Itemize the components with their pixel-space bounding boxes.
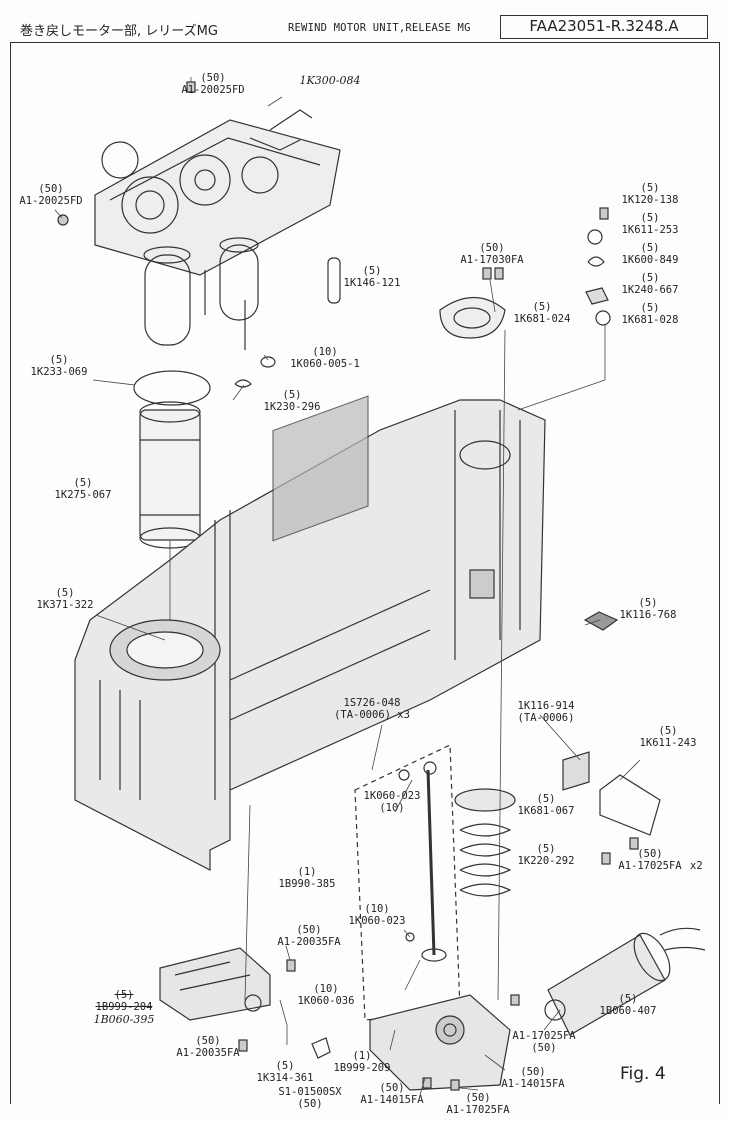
part-label-struck: (5)1B999-204 [95,989,153,1013]
figure-label: Fig. 4 [620,1064,666,1084]
shaft-part [327,257,341,304]
part-label: (50)A1-14015FA [360,1082,424,1106]
snap-ring-part [133,370,211,406]
part-label: (5)1K611-243 [639,725,697,749]
part-label: S1-01500SX(50) [278,1086,342,1110]
part-label: (50)A1-14015FA [501,1066,565,1090]
part-label: (1)1B999-209 [333,1050,391,1074]
part-label: (1)1B990-385 [278,866,336,890]
part-label: (5)1K314-361 [256,1060,314,1084]
top-screws [57,81,609,280]
part-label: (10)1K060-023 [348,903,406,927]
part-label: (5)1K600-849 [621,242,679,266]
main-body-chassis [74,395,546,871]
rewind-tube-part [139,401,201,549]
cover-plate-part [599,774,661,836]
part-label: (50)A1-20025FD [19,183,83,207]
part-label: (5)1K233-069 [30,354,88,378]
part-label: (50)A1-20035FA [176,1035,240,1059]
handwritten-part-note: 1K300-084 [299,74,361,87]
part-label: (5)1K275-067 [54,477,112,501]
right-small-parts [439,229,611,339]
part-label: (10)1K060-036 [297,983,355,1007]
part-label: (10)1K060-005-1 [290,346,360,370]
part-label-handwritten: 1B060-395 [93,1013,155,1026]
part-label: 1K116-914(TA-0006) [517,700,575,724]
part-label: (5)1K120-138 [621,182,679,206]
part-label: 1S726-048(TA-0006) x3 [334,697,410,721]
part-label: (5)1K146-121 [343,265,401,289]
part-label: (5)1K681-067 [517,793,575,817]
rewind-motor [544,927,706,1036]
disc-part [454,788,516,812]
part-label: (5)1K220-292 [517,843,575,867]
header-title-japanese: 巻き戻しモーター部, レリーズMG [20,24,218,39]
part-label: 1K060-023(10) [363,790,421,814]
coil-spring-part [459,823,512,897]
header-title-english: REWIND MOTOR UNIT,RELEASE MG [288,22,471,34]
part-label: (50)A1-20025FD [181,72,245,96]
center-shaft-assembly [354,744,461,1021]
document-code: FAA23051-R.3248.A [500,15,708,39]
plate-part [562,751,590,791]
part-label: (50)A1-17030FA [460,242,524,266]
spring-clip-part [234,379,252,388]
part-label: (5)1K681-024 [513,301,571,325]
part-label: (5)1K116-768 [619,597,677,621]
washer-part [260,356,276,368]
part-label: (50)A1-17025FA [618,848,682,872]
release-mg-unit [159,947,331,1059]
rewind-mechanism-unit [94,109,341,350]
chip-part [583,611,619,631]
part-label: A1-17025FA(50) [512,1030,576,1054]
part-quantity-label: x2 [690,860,703,872]
part-label: (50)A1-17025FA [446,1092,510,1116]
diagram-frame [10,42,720,1104]
bottom-base-unit [369,994,520,1091]
part-label: (5)1K230-296 [263,389,321,413]
part-label: (5)1K240-667 [621,272,679,296]
part-label: (50)A1-20035FA [277,924,341,948]
part-label: (5)1K611-253 [621,212,679,236]
part-label: (5)1B060-407 [599,993,657,1017]
part-label: (5)1K371-322 [36,587,94,611]
part-label: (5)1K681-028 [621,302,679,326]
